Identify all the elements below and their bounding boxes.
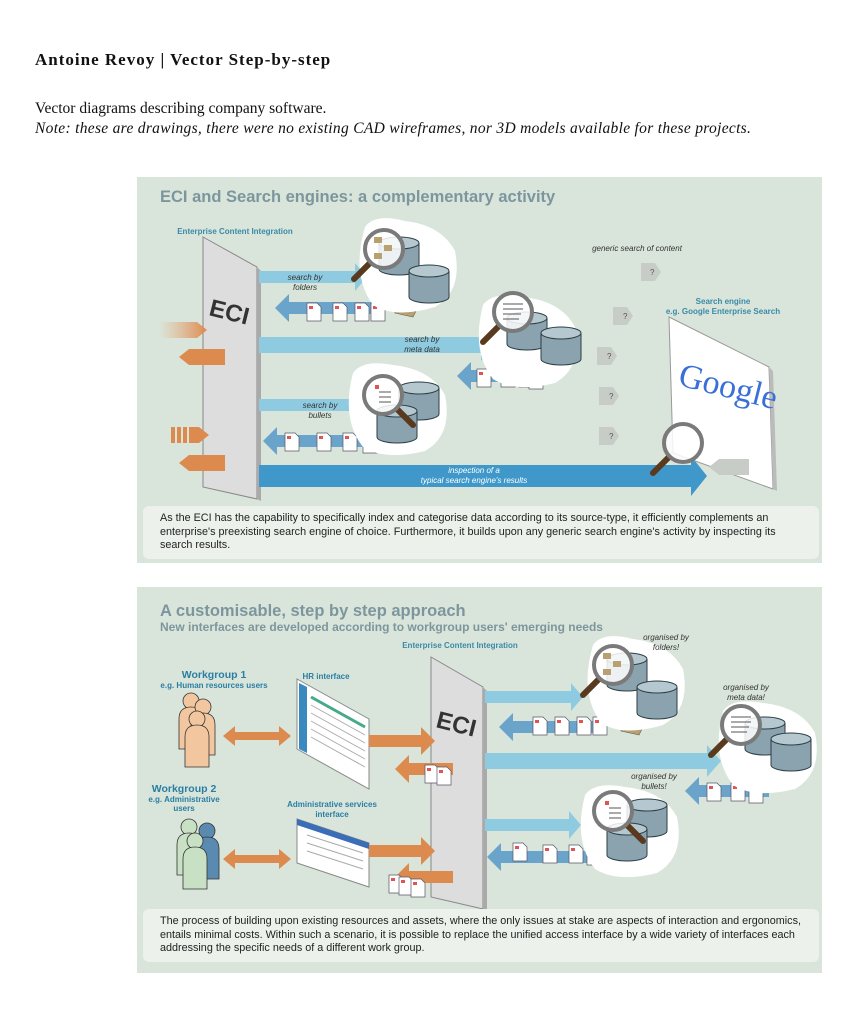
hr-interface-label: HR interface bbox=[302, 672, 350, 681]
arrow-from-meta bbox=[685, 777, 769, 805]
double-arrow-wg1 bbox=[223, 726, 291, 746]
output-arrow-2 bbox=[179, 455, 225, 471]
hr-interface-screen bbox=[296, 678, 370, 790]
arrow-admin-to-eci bbox=[369, 837, 435, 865]
eci-caption: Enterprise Content Integration bbox=[402, 641, 518, 650]
diagram1-graphics: ECI bbox=[159, 218, 781, 501]
workgroup1-people-icon bbox=[178, 692, 216, 768]
magnifier-folders bbox=[354, 230, 403, 279]
arrow-eci-to-admin bbox=[395, 863, 453, 891]
svg-text:?: ? bbox=[609, 392, 614, 401]
arrow-inspection bbox=[259, 456, 707, 496]
workgroup2-people-icon bbox=[176, 818, 220, 890]
panel2-title: A customisable, step by step approach bbox=[160, 602, 466, 620]
diagram-eci-search-engines: ECI bbox=[137, 177, 822, 563]
panel1-caption: As the ECI has the capability to specifi… bbox=[143, 506, 819, 559]
magnifier-meta bbox=[483, 293, 532, 342]
intro-line: Vector diagrams describing company softw… bbox=[35, 100, 327, 117]
arrow-hr-to-eci bbox=[369, 727, 435, 755]
input-arrow bbox=[159, 322, 207, 338]
page-title: Antoine Revoy | Vector Step-by-step bbox=[35, 50, 332, 69]
return-arrow bbox=[709, 459, 749, 475]
workgroup1-label: Workgroup 1 e.g. Human resources users bbox=[160, 669, 268, 690]
arrow-from-folders bbox=[499, 713, 607, 741]
arrow-eci-to-hr bbox=[395, 755, 453, 783]
admin-interface-screen bbox=[296, 818, 370, 888]
magnifier-bullets bbox=[364, 376, 413, 425]
arrow-to-meta bbox=[485, 745, 721, 777]
panel1-title: ECI and Search engines: a complementary … bbox=[160, 188, 556, 206]
panel2-caption: The process of building upon existing re… bbox=[143, 909, 819, 962]
diagram-step-by-step: ECI bbox=[137, 587, 822, 973]
svg-text:?: ? bbox=[623, 312, 628, 321]
diagram2-graphics: ECI bbox=[176, 636, 817, 911]
arrow-search-meta bbox=[259, 329, 495, 361]
magnifier-meta bbox=[711, 706, 760, 755]
arrow-to-bullets bbox=[485, 811, 581, 839]
output-arrow bbox=[179, 349, 225, 365]
magnifier-folders bbox=[583, 646, 632, 695]
arrow-to-folders bbox=[485, 683, 583, 711]
label-generic-search: generic search of content bbox=[592, 244, 682, 253]
intro-note: Note: these are drawings, there were no … bbox=[35, 120, 752, 137]
eci-caption: Enterprise Content Integration bbox=[177, 227, 293, 236]
input-arrow-striped bbox=[171, 427, 209, 443]
svg-text:?: ? bbox=[609, 432, 614, 441]
panel2-subtitle: New interfaces are developed according t… bbox=[160, 620, 603, 634]
svg-text:?: ? bbox=[607, 352, 612, 361]
double-arrow-wg2 bbox=[223, 849, 291, 869]
arrow-search-bullets bbox=[259, 391, 375, 419]
svg-text:?: ? bbox=[650, 268, 655, 277]
magnifier-bullets bbox=[594, 792, 643, 841]
intro-text: Vector diagrams describing company softw… bbox=[35, 99, 751, 139]
arrow-search-folders bbox=[259, 263, 367, 291]
arrow-results-folders bbox=[275, 294, 383, 322]
